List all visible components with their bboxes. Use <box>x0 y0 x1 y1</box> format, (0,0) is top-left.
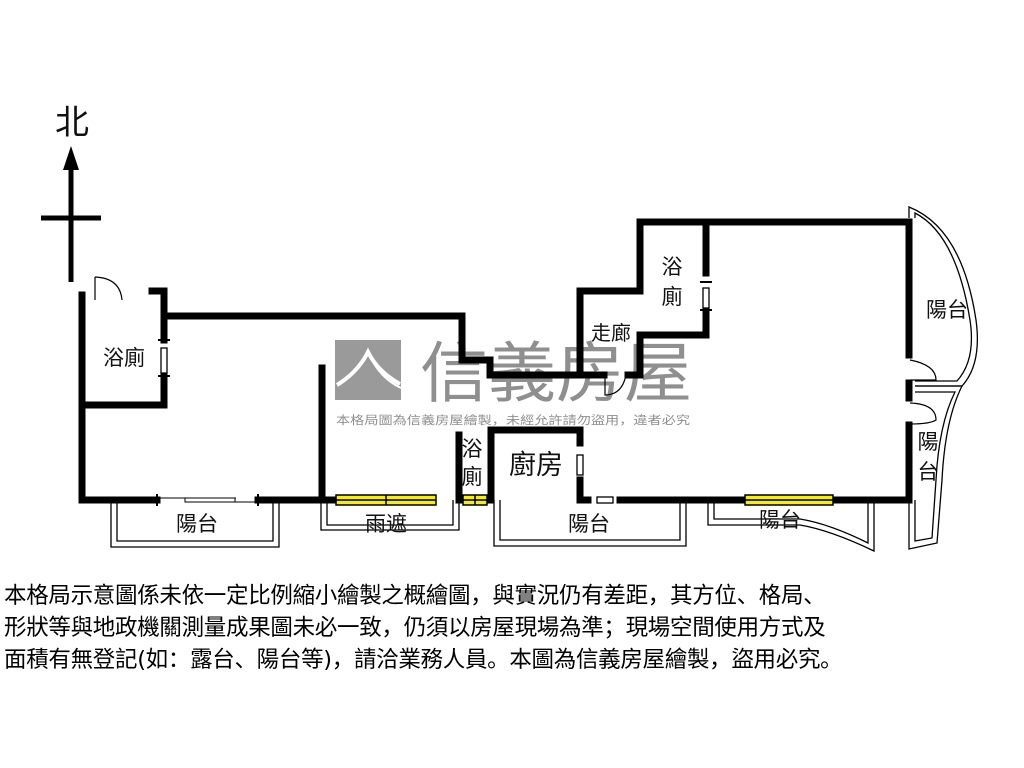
walls <box>78 218 913 504</box>
floor-plan: 北 信義房屋 本格局圖為信義房屋繪製，未經允許請勿盜用，違者必究 <box>41 103 979 553</box>
room-label-bath-middle-1: 浴 <box>462 437 483 461</box>
room-label-bath-north-2: 廁 <box>662 285 683 309</box>
door-swing-icon <box>604 374 627 396</box>
balcony-label-east-lower-2: 台 <box>918 460 939 484</box>
room-label-bath-north-1: 浴 <box>662 255 683 279</box>
yellow-windows <box>335 494 834 506</box>
disclaimer-line: 面積有無登記(如：露台、陽台等)，請洽業務人員。本圖為信義房屋繪製，盜用必究。 <box>4 647 843 673</box>
disclaimer: 本格局示意圖係未依一定比例縮小繪製之概繪圖，與實況仍有差距，其方位、格局、 形狀… <box>4 580 1024 676</box>
balcony-label-canopy: 雨遮 <box>365 512 407 536</box>
balcony-label-east-lower-1: 陽 <box>918 430 939 454</box>
north-arrow-icon: 北 <box>41 103 101 282</box>
small-windows <box>160 287 710 504</box>
door-swing-icon <box>94 276 123 301</box>
door-swing-icon <box>909 402 937 425</box>
room-label-bath-middle-2: 廁 <box>462 465 483 489</box>
watermark: 信義房屋 本格局圖為信義房屋繪製，未經允許請勿盜用，違者必究 <box>335 335 692 427</box>
room-label-corridor: 走廊 <box>591 321 631 345</box>
sliding-door <box>156 494 259 506</box>
room-label-bath-west: 浴廁 <box>103 346 145 370</box>
balcony-label-south-west: 陽台 <box>176 512 218 536</box>
disclaimer-line: 本格局示意圖係未依一定比例縮小繪製之概繪圖，與實況仍有差距，其方位、格局、 <box>4 583 826 609</box>
brand-logo-icon <box>335 340 402 400</box>
north-label: 北 <box>55 103 89 143</box>
balcony-label-south-middle: 陽台 <box>568 512 610 536</box>
balcony-outlines <box>110 206 979 553</box>
door-swing-icon <box>909 359 937 381</box>
balcony-label-east-upper: 陽台 <box>926 298 968 322</box>
room-label-kitchen: 廚房 <box>509 450 563 481</box>
doors <box>94 276 937 425</box>
disclaimer-line: 形狀等與地政機關測量成果圖未必一致，仍須以房屋現場為準；現場空間使用方式及 <box>4 615 826 641</box>
watermark-notice: 本格局圖為信義房屋繪製，未經允許請勿盜用，違者必究 <box>336 413 691 427</box>
balcony-label-south-east: 陽台 <box>759 508 801 532</box>
window-jambs <box>158 281 712 377</box>
